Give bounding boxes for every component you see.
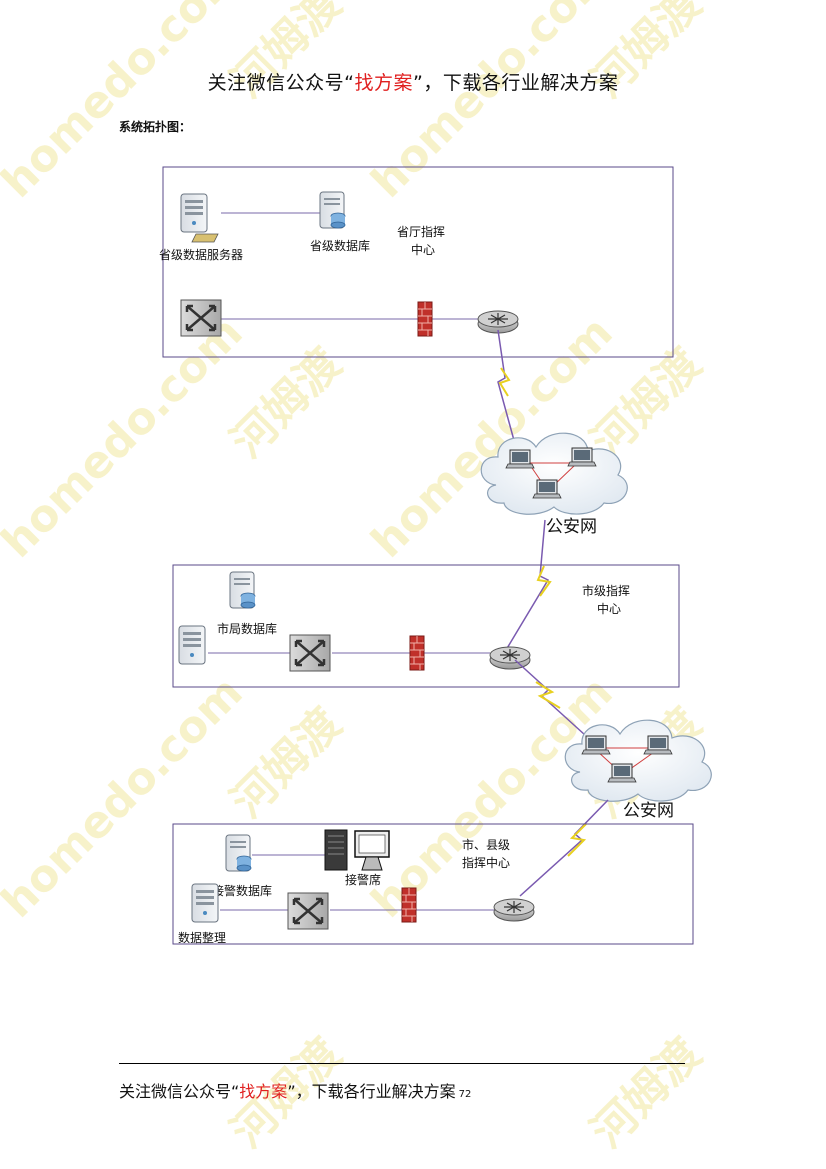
laptop-icon xyxy=(581,735,611,755)
county-router-icon xyxy=(493,898,535,922)
lightning-icon xyxy=(535,681,561,709)
laptop-icon xyxy=(532,479,562,499)
county-server-icon xyxy=(191,883,219,923)
laptop-icon xyxy=(567,447,597,467)
province-server-icon xyxy=(180,193,208,233)
data-label: 数据整理 xyxy=(178,930,226,945)
county-switch-icon xyxy=(286,891,330,931)
laptop-icon xyxy=(607,763,637,783)
city-center-box xyxy=(172,564,680,688)
section-label: 系统拓扑图： xyxy=(119,120,192,134)
city-firewall-icon xyxy=(409,635,425,671)
province-center-label: 省厅指挥 xyxy=(397,224,445,239)
footer-divider xyxy=(119,1063,685,1064)
keyboard-icon xyxy=(191,233,219,243)
wan-link xyxy=(519,799,609,897)
header-text: ”，下载各行业解决方案 xyxy=(413,72,619,94)
province-server-label: 省级数据服务器 xyxy=(159,247,243,262)
province-center-box xyxy=(162,166,674,358)
province-router-icon xyxy=(477,310,519,334)
header-text: 关注微信公众号“ xyxy=(207,72,355,94)
cloud-label: 公安网 xyxy=(623,801,674,821)
lightning-icon xyxy=(536,565,552,597)
pc-label: 接警席 xyxy=(345,872,381,887)
city-database-icon xyxy=(229,571,256,609)
workstation-tower-icon xyxy=(324,829,348,871)
city-center-label: 市级指挥 xyxy=(582,583,630,598)
cloud-icon xyxy=(564,719,712,802)
laptop-icon xyxy=(643,735,673,755)
page-number: 72 xyxy=(458,1089,472,1100)
wan-link xyxy=(497,329,519,456)
county-database-icon xyxy=(225,834,252,872)
province-database-icon xyxy=(319,191,346,229)
city-center-label: 中心 xyxy=(597,601,621,616)
cloud-label: 公安网 xyxy=(546,517,597,537)
footer-highlight: 找方案 xyxy=(239,1082,288,1101)
city-router-icon xyxy=(489,646,531,670)
lightning-icon xyxy=(498,367,511,397)
page-header: 关注微信公众号“找方案”，下载各行业解决方案 xyxy=(0,68,826,95)
header-highlight: 找方案 xyxy=(354,72,413,94)
county-center-label: 市、县级 xyxy=(462,837,510,852)
province-center-label: 中心 xyxy=(411,242,435,257)
wan-link xyxy=(514,659,586,736)
city-switch-icon xyxy=(288,633,332,673)
lightning-icon xyxy=(567,823,587,857)
cloud-icon xyxy=(480,432,628,515)
province-firewall-icon xyxy=(417,301,433,337)
county-database-label: 接警数据库 xyxy=(212,883,272,898)
county-firewall-icon xyxy=(401,887,417,923)
province-database-label: 省级数据库 xyxy=(310,238,370,253)
county-center-label: 指挥中心 xyxy=(462,855,510,870)
footer-text: ”，下载各行业解决方案 xyxy=(287,1082,456,1101)
footer-text: 关注微信公众号“ xyxy=(119,1082,240,1101)
wan-link xyxy=(505,519,550,651)
laptop-icon xyxy=(505,449,535,469)
city-database-label: 市局数据库 xyxy=(217,621,277,636)
province-switch-icon xyxy=(179,298,223,338)
county-center-box xyxy=(172,823,694,945)
city-server-icon xyxy=(178,625,206,665)
